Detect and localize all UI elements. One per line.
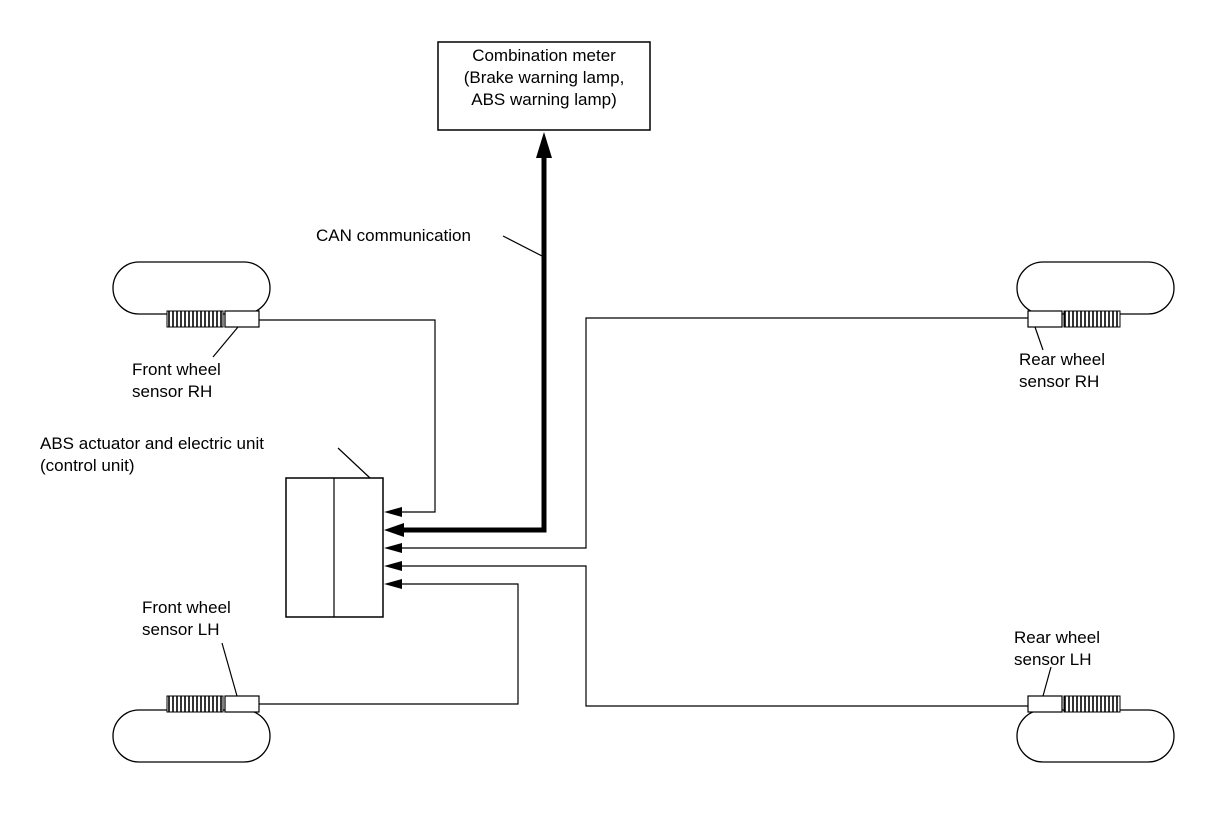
- wire-rear-rh: [400, 317, 1028, 549]
- wheel-rear-lh: [1016, 709, 1175, 763]
- wheel-front-rh: [112, 261, 271, 315]
- sensor-rear-rh: [1027, 310, 1121, 328]
- arrow-rear-rh: [384, 543, 402, 553]
- leader-rear-lh: [1042, 666, 1052, 697]
- can-communication-text: CAN communication: [316, 226, 471, 245]
- wire-front-lh: [259, 583, 519, 705]
- sensor-rear-lh: [1027, 695, 1121, 713]
- rear-lh-line1: Rear wheel: [1014, 628, 1100, 647]
- abs-unit-label: ABS actuator and electric unit (control …: [40, 433, 264, 477]
- leader-abs-unit: [337, 447, 371, 479]
- rear-lh-label: Rear wheel sensor LH: [1014, 627, 1100, 671]
- combination-meter-line2: (Brake warning lamp,: [463, 68, 625, 87]
- arrow-rear-lh: [384, 561, 402, 571]
- combination-meter-line3: ABS warning lamp): [471, 90, 617, 109]
- rear-rh-label: Rear wheel sensor RH: [1019, 349, 1105, 393]
- sensor-front-lh: [166, 695, 260, 713]
- rear-rh-line1: Rear wheel: [1019, 350, 1105, 369]
- arrow-combination-meter: [536, 132, 552, 158]
- front-lh-label: Front wheel sensor LH: [142, 597, 231, 641]
- front-rh-line2: sensor RH: [132, 382, 213, 401]
- rear-rh-line2: sensor RH: [1019, 372, 1100, 391]
- combination-meter-label: Combination meter (Brake warning lamp, A…: [438, 45, 650, 111]
- sensor-front-rh: [166, 310, 260, 328]
- wire-front-rh: [259, 319, 436, 513]
- rear-lh-line2: sensor LH: [1014, 650, 1092, 669]
- can-communication-label: CAN communication: [316, 225, 471, 247]
- abs-unit-line2: (control unit): [40, 456, 135, 475]
- front-lh-line2: sensor LH: [142, 620, 220, 639]
- arrow-front-lh: [384, 579, 402, 589]
- arrow-front-rh: [384, 507, 402, 517]
- can-communication-line: [400, 155, 547, 533]
- arrow-can: [384, 523, 404, 537]
- front-rh-label: Front wheel sensor RH: [132, 359, 221, 403]
- combination-meter-line1: Combination meter: [472, 46, 616, 65]
- wheel-front-lh: [112, 709, 271, 763]
- combination-meter-box: [437, 41, 651, 131]
- wheel-rear-rh: [1016, 261, 1175, 315]
- leader-rear-rh: [1034, 326, 1044, 351]
- front-lh-line1: Front wheel: [142, 598, 231, 617]
- abs-unit: [285, 477, 384, 618]
- leader-front-lh: [221, 642, 238, 697]
- abs-unit-line1: ABS actuator and electric unit: [40, 434, 264, 453]
- front-rh-line1: Front wheel: [132, 360, 221, 379]
- leader-front-rh: [212, 326, 239, 358]
- leader-can: [502, 235, 543, 257]
- wire-rear-lh: [400, 565, 1028, 707]
